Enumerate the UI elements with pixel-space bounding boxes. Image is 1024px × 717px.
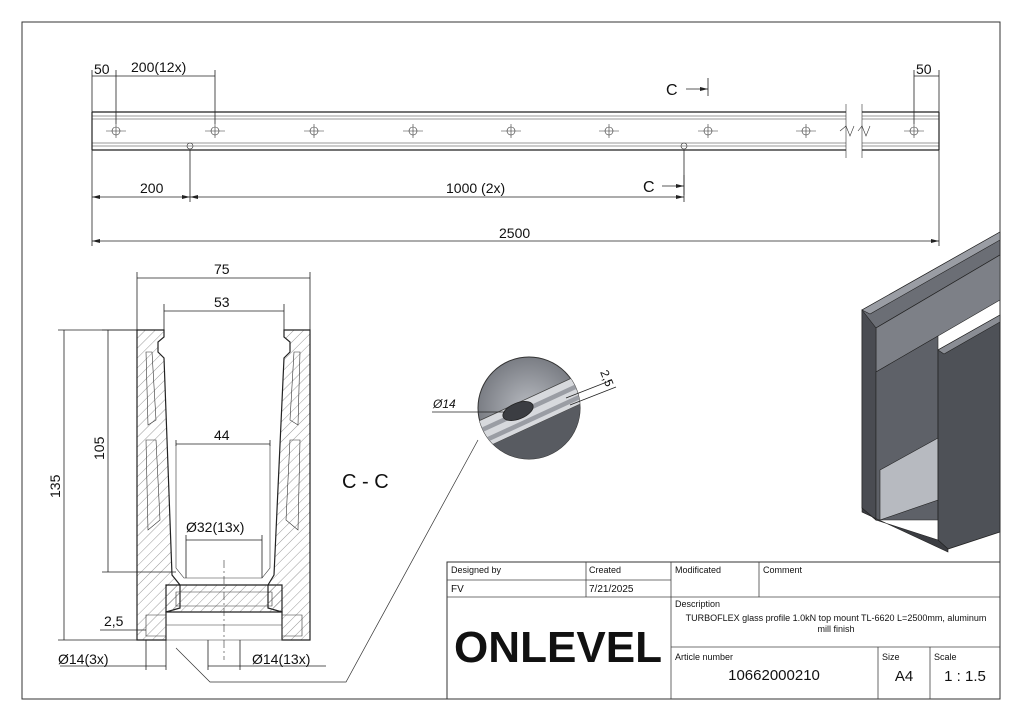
dim-width-bottom: 44 <box>214 427 230 443</box>
comment-label: Comment <box>763 565 803 575</box>
dim-width-inner: 53 <box>214 294 230 310</box>
size-value: A4 <box>895 668 913 685</box>
mounting-holes <box>106 124 924 138</box>
hole <box>904 124 924 138</box>
section-mark-bottom: C <box>643 179 655 196</box>
description-label: Description <box>675 599 720 609</box>
title-block: Designed by FV Created 7/21/2025 Modific… <box>446 561 1001 700</box>
dim-total: 2500 <box>499 225 530 241</box>
article-value: 10662000210 <box>728 667 820 684</box>
modificated-label: Modificated <box>675 565 721 575</box>
company-logo: ONLEVEL <box>454 623 662 672</box>
detail-wall-dim: 2,5 <box>597 368 616 389</box>
dim-end-right: 50 <box>916 61 932 77</box>
profile-rail-left <box>91 111 846 151</box>
hole <box>304 124 324 138</box>
scale-value: 1 : 1.5 <box>944 668 986 685</box>
dim-spacing: 200(12x) <box>131 59 186 75</box>
dim-height-total: 135 <box>47 474 63 498</box>
drain-slots <box>186 142 688 150</box>
size-label: Size <box>882 652 900 662</box>
bottom-dimensions: 200 1000 (2x) 2500 <box>91 150 940 246</box>
hole <box>599 124 619 138</box>
scale-label: Scale <box>934 652 957 662</box>
detail-hole <box>502 401 534 421</box>
isometric-view <box>861 231 1001 553</box>
dim-end-left: 50 <box>94 61 110 77</box>
dim-hole-small-right: Ø14(13x) <box>252 651 310 667</box>
hole <box>698 124 718 138</box>
hole <box>796 124 816 138</box>
section-label: C - C <box>342 471 389 493</box>
dim-slot-spacing: 1000 (2x) <box>446 180 505 196</box>
dim-first-slot: 200 <box>140 180 164 196</box>
designed-by-label: Designed by <box>451 565 502 575</box>
section-marks: C C <box>643 78 709 196</box>
section-dimensions: 75 53 44 135 105 Ø32(13x) 2,5 <box>47 261 326 670</box>
detail-leader <box>175 439 479 683</box>
break-symbol <box>839 104 871 158</box>
dim-wall: 2,5 <box>104 613 124 629</box>
detail-hole-dim: Ø14 <box>432 397 456 411</box>
dim-width-outer: 75 <box>214 261 230 277</box>
dim-height-inner: 105 <box>91 436 107 460</box>
section-mark-top: C <box>666 82 678 99</box>
hole <box>106 124 126 138</box>
detail-view: Ø14 2,5 <box>432 356 617 460</box>
section-view: 75 53 44 135 105 Ø32(13x) 2,5 <box>47 261 479 683</box>
created-value: 7/21/2025 <box>589 584 634 595</box>
designed-by-value: FV <box>451 584 464 595</box>
top-dimensions: 50 200(12x) 50 <box>91 59 940 124</box>
dim-hole-small-left: Ø14(3x) <box>58 651 109 667</box>
profile-rail-right <box>862 111 940 151</box>
hole <box>501 124 521 138</box>
hole <box>205 124 225 138</box>
dim-hole-large: Ø32(13x) <box>186 519 244 535</box>
hole <box>403 124 423 138</box>
description-line1: TURBOFLEX glass profile 1.0kN top mount … <box>686 613 987 623</box>
created-label: Created <box>589 565 621 575</box>
top-view: 50 200(12x) 50 200 1000 (2x) 2500 <box>91 59 940 246</box>
description-line2: mill finish <box>817 624 854 634</box>
article-label: Article number <box>675 652 733 662</box>
